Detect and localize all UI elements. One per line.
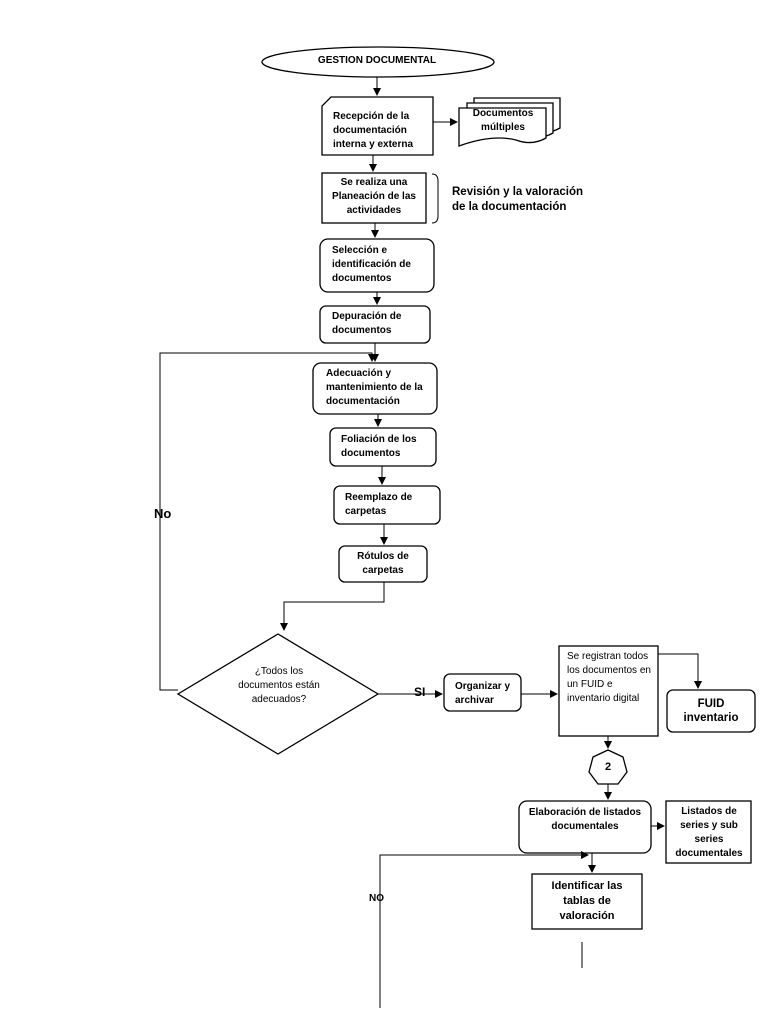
no-upper-label: No	[154, 506, 172, 521]
recepcion-label: Recepción de la documentación interna y …	[333, 111, 414, 150]
organizar-label: Organizar y archivar	[455, 681, 511, 706]
fuid-inventario-label: FUID inventario	[683, 698, 739, 724]
multiple-documents-shape	[458, 97, 561, 147]
documentos-multiples-label: Documentos múltiples	[472, 108, 534, 133]
reemplazo-box	[333, 485, 441, 525]
arrow-no-lower-loop	[379, 851, 589, 1008]
start-label: GESTION DOCUMENTAL	[317, 55, 437, 66]
organizar-box	[443, 673, 522, 712]
revision-brace	[431, 173, 439, 224]
planeacion-box	[321, 172, 427, 224]
depuracion-label: Depuración de documentos	[332, 311, 402, 336]
rotulos-label: Rótulos de carpetas	[357, 551, 409, 576]
foliacion-label: Foliación de los documentos	[341, 434, 417, 459]
arrow-to-decision	[280, 582, 385, 631]
connector-2-label: 2	[604, 761, 612, 773]
arrow-to-fuid	[658, 653, 702, 689]
decision-diamond	[176, 633, 380, 755]
registro-fuid-label: Se registran todos los documentos en un …	[567, 651, 651, 704]
arrow-no-loop	[159, 352, 376, 691]
planeacion-label: Se realiza una Planeación de las activid…	[332, 177, 416, 216]
start-oval	[261, 46, 495, 78]
si-label: SI	[414, 685, 426, 699]
fuid-inventario-box	[666, 689, 756, 733]
adecuacion-box	[312, 362, 438, 415]
foliacion-box	[329, 427, 437, 467]
rotulos-box	[338, 545, 428, 583]
recepcion-document-shape	[321, 96, 434, 156]
listados-series-box	[665, 800, 752, 864]
elaboracion-label: Elaboración de listados documentales	[528, 807, 642, 832]
identificar-tablas-label: Identificar las tablas de valoración	[551, 880, 623, 922]
listados-series-label: Listados de series y sub series document…	[675, 806, 743, 859]
revision-note: Revisión y la valoración de la documenta…	[452, 186, 584, 213]
no-lower-label: NO	[369, 893, 384, 904]
decision-label: ¿Todos los documentos están adecuados?	[238, 666, 320, 705]
seleccion-label: Selección e identificación de documentos	[332, 245, 411, 284]
adecuacion-label: Adecuación y mantenimiento de la documen…	[326, 368, 423, 407]
reemplazo-label: Reemplazo de carpetas	[345, 492, 413, 517]
identificar-tablas-box	[531, 873, 643, 930]
